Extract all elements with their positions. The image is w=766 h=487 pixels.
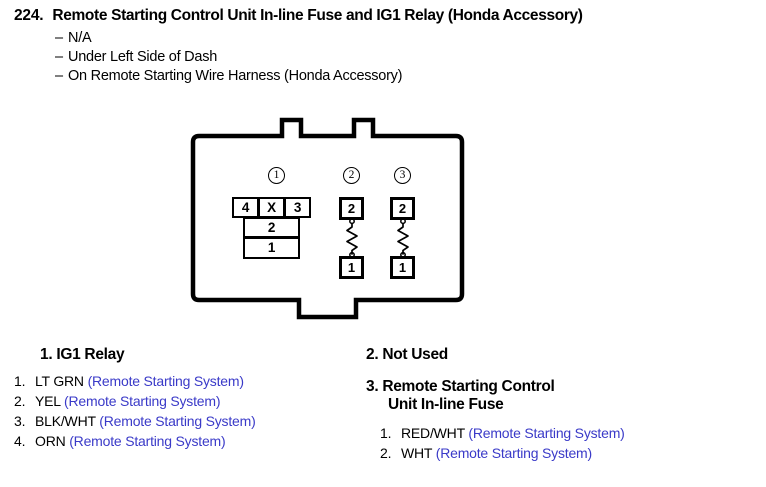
entry-detail-item: –N/A (55, 29, 766, 48)
fuse-3-symbol: 2 1 (390, 197, 416, 279)
entry-detail-item: –On Remote Starting Wire Harness (Honda … (55, 67, 766, 86)
legend-list-section-3: 1. RED/WHT (Remote Starting System) 2. WHT… (366, 414, 766, 463)
wire-color-code: ORN (35, 433, 66, 449)
legend-heading-section-3-line1: 3. Remote Starting Control (366, 378, 555, 395)
wire-color-code: YEL (35, 393, 61, 409)
legend-heading-section-3-line2: Unit In-line Fuse (388, 396, 504, 413)
entry-detail-list: –N/A –Under Left Side of Dash –On Remote… (0, 29, 766, 86)
circuit-reference: (Remote Starting System) (64, 393, 221, 409)
list-item: 4. ORN (Remote Starting System) (14, 431, 360, 451)
relay-pin-2: 2 (243, 217, 300, 238)
connector-section-label-2: 2 (343, 167, 360, 184)
legend-list-section-1: 1. LT GRN (Remote Starting System) 2. YEL … (0, 364, 360, 451)
circuit-reference: (Remote Starting System) (87, 373, 244, 389)
list-item-number: 3. (14, 413, 26, 429)
fuse-3-terminal-1: 1 (390, 256, 415, 279)
connector-housing-outline (190, 117, 465, 320)
title-row: 224. Remote Starting Control Unit In-lin… (0, 0, 766, 25)
legend-column-left: 1. IG1 Relay 1. LT GRN (Remote Starting S… (0, 340, 360, 451)
wire-color-code: RED/WHT (401, 425, 465, 441)
list-item: 1. LT GRN (Remote Starting System) (14, 371, 360, 391)
entry-detail-text: N/A (68, 30, 92, 46)
fuse-element-icon (346, 218, 358, 258)
dash-marker: – (55, 49, 63, 65)
entry-number: 224. (14, 7, 44, 24)
wire-color-code: BLK/WHT (35, 413, 96, 429)
fuse-3-terminal-2: 2 (390, 197, 415, 220)
page-title: Remote Starting Control Unit In-line Fus… (52, 7, 583, 24)
relay-pin-4: 4 (232, 197, 259, 218)
fuse-2-terminal-1: 1 (339, 256, 364, 279)
circuit-reference: (Remote Starting System) (99, 413, 256, 429)
dash-marker: – (55, 68, 63, 84)
legend-heading-section-2: 2. Not Used (366, 346, 448, 363)
list-item-number: 4. (14, 433, 26, 449)
fuse-2-terminal-2: 2 (339, 197, 364, 220)
connector-section-label-1: 1 (268, 167, 285, 184)
entry-detail-item: –Under Left Side of Dash (55, 48, 766, 67)
legend-heading-section-1: 1. IG1 Relay (40, 346, 125, 363)
fuse-2-symbol: 2 1 (339, 197, 365, 279)
circuit-reference: (Remote Starting System) (69, 433, 226, 449)
list-item: 3. BLK/WHT (Remote Starting System) (14, 411, 360, 431)
relay-pin-1: 1 (243, 237, 300, 259)
list-item: 2. WHT (Remote Starting System) (380, 443, 766, 463)
connector-diagram: 1 2 3 4 X 3 2 1 2 1 2 1 (183, 114, 472, 329)
circuit-reference: (Remote Starting System) (435, 445, 592, 461)
list-item-number: 2. (380, 445, 392, 461)
wire-color-code: LT GRN (35, 373, 84, 389)
list-item-number: 1. (14, 373, 26, 389)
legend-heading-section-3: 3. Remote Starting Control Unit In-line … (366, 364, 766, 414)
entry-detail-text: On Remote Starting Wire Harness (Honda A… (68, 68, 403, 84)
circuit-reference: (Remote Starting System) (468, 425, 625, 441)
entry-detail-text: Under Left Side of Dash (68, 49, 218, 65)
list-item: 1. RED/WHT (Remote Starting System) (380, 423, 766, 443)
list-item: 2. YEL (Remote Starting System) (14, 391, 360, 411)
fuse-element-icon (397, 218, 409, 258)
connector-section-label-3: 3 (394, 167, 411, 184)
list-item-number: 1. (380, 425, 392, 441)
list-item-number: 2. (14, 393, 26, 409)
relay-pin-x-blank: X (258, 197, 285, 218)
dash-marker: – (55, 30, 63, 46)
wire-color-code: WHT (401, 445, 433, 461)
legend-column-right: 2. Not Used 3. Remote Starting Control U… (366, 340, 766, 463)
entry-header: 224. Remote Starting Control Unit In-lin… (0, 0, 766, 86)
relay-pin-3: 3 (284, 197, 311, 218)
